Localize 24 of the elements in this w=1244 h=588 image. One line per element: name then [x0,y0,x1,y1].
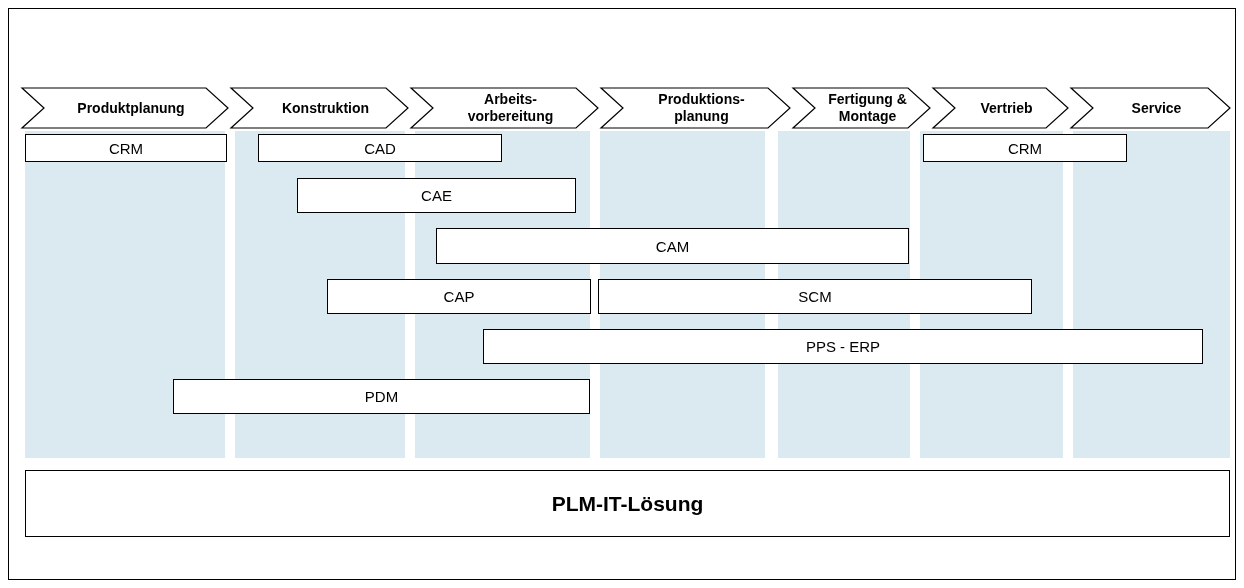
system-bar: CAD [258,134,502,162]
system-bar: CAM [436,228,909,264]
phase-label: Vertrieb [979,99,1034,117]
phase-label: Service [1130,99,1183,117]
system-bar: CRM [25,134,227,162]
phase-step [933,88,1068,128]
system-bar: CAP [327,279,591,314]
phase-step [411,88,598,128]
phase-label: Produktplanung [76,99,186,117]
phase-label: Konstruktion [280,99,371,117]
platform-box: PLM-IT-Lösung [25,470,1230,537]
system-bar: PPS - ERP [483,329,1203,364]
phase-step [793,88,930,128]
system-bar: CRM [923,134,1127,162]
phase-step [22,88,228,128]
phase-label: Arbeits- vorbereitung [466,91,555,125]
system-bar: CAE [297,178,576,213]
phase-step [231,88,408,128]
phase-label: Produktions- planung [657,91,746,125]
phase-step [601,88,790,128]
system-bar: SCM [598,279,1032,314]
phase-label: Fertigung & Montage [827,91,908,125]
phase-step [1071,88,1230,128]
system-bar: PDM [173,379,590,414]
